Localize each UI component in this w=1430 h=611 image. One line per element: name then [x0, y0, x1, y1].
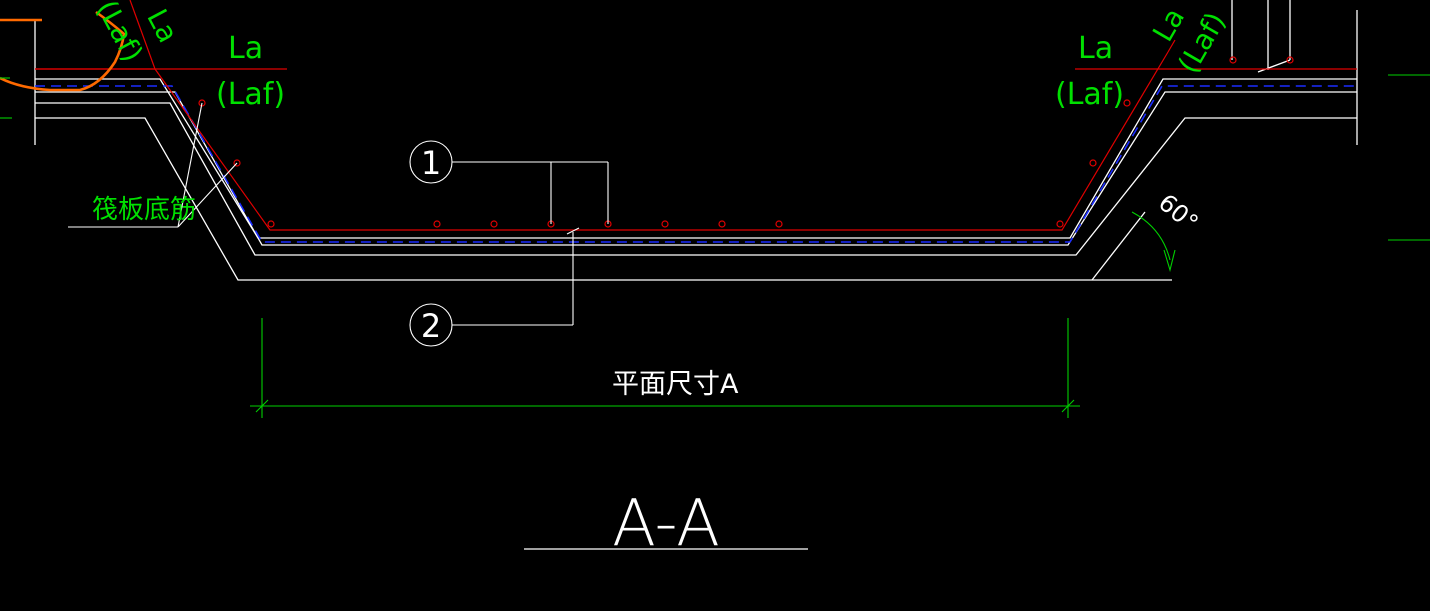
outer-profile-line: [35, 117, 1172, 281]
rebar-dot: [1229, 56, 1237, 64]
raft-label-leader-3: [177, 102, 203, 228]
dim-tick-right: [1061, 399, 1075, 413]
rebar-dot: [661, 220, 669, 228]
callout-2-number: 2: [421, 307, 441, 345]
rebar-dot: [490, 220, 498, 228]
rebar-dot: [1089, 159, 1097, 167]
rebar-dot: [433, 220, 441, 228]
laf-right-label: (Laf): [1055, 77, 1124, 112]
dimension-group: [0, 74, 1430, 418]
rebar-dot: [1123, 99, 1131, 107]
callout-leaders: [68, 102, 609, 347]
inner-profile-line-2: [35, 91, 1357, 246]
concrete-outline: [34, 0, 1358, 550]
rebar-group: [35, 0, 1357, 231]
revision-cloud: [0, 10, 126, 92]
column-leader: [1257, 59, 1291, 73]
white-labels: 1 2 平面尺寸A 60° A-A: [421, 144, 1204, 561]
bottom-rebar-line: [35, 51, 1169, 231]
la-left-label: La: [228, 31, 263, 66]
rebar-dot: [198, 99, 206, 107]
callout-2-tick: [566, 227, 580, 235]
slope-extension-line: [1091, 211, 1146, 281]
rebar-dot: [775, 220, 783, 228]
laf-left-label: (Laf): [216, 77, 285, 112]
raft-label-leader-2: [177, 162, 238, 228]
angle-arrow: [1163, 249, 1176, 273]
raft-bottom-rebar-label: 筏板底筋: [92, 195, 196, 225]
angle-arc: [1131, 211, 1171, 261]
rebar-dot: [718, 220, 726, 228]
plan-dimension-label: 平面尺寸A: [612, 369, 739, 400]
la-diag-left-label: La: [140, 4, 185, 48]
inner-profile-line-1: [35, 102, 1357, 256]
section-title: A-A: [612, 487, 720, 561]
dim-tick-left: [255, 399, 269, 413]
inner-profile-line-3: [35, 78, 1357, 239]
waterproof-dashed-line: [35, 85, 1357, 243]
laf-diag-left-label: (Laf): [90, 0, 149, 67]
green-labels: La (Laf) La (Laf) La (Laf) La (Laf) 筏板底筋: [90, 0, 1232, 225]
rebar-dot: [1056, 220, 1064, 228]
la-right-label: La: [1078, 31, 1113, 66]
callout-1-number: 1: [421, 144, 441, 182]
angle-label: 60°: [1153, 188, 1204, 237]
waterproof-layer: [35, 85, 1357, 243]
rebar-dots: [198, 56, 1294, 228]
rebar-dot: [233, 159, 241, 167]
right-anchor-line: [1167, 39, 1176, 53]
left-anchor-line: [129, 0, 156, 70]
rebar-dot: [1286, 56, 1294, 64]
rebar-dot: [267, 220, 275, 228]
